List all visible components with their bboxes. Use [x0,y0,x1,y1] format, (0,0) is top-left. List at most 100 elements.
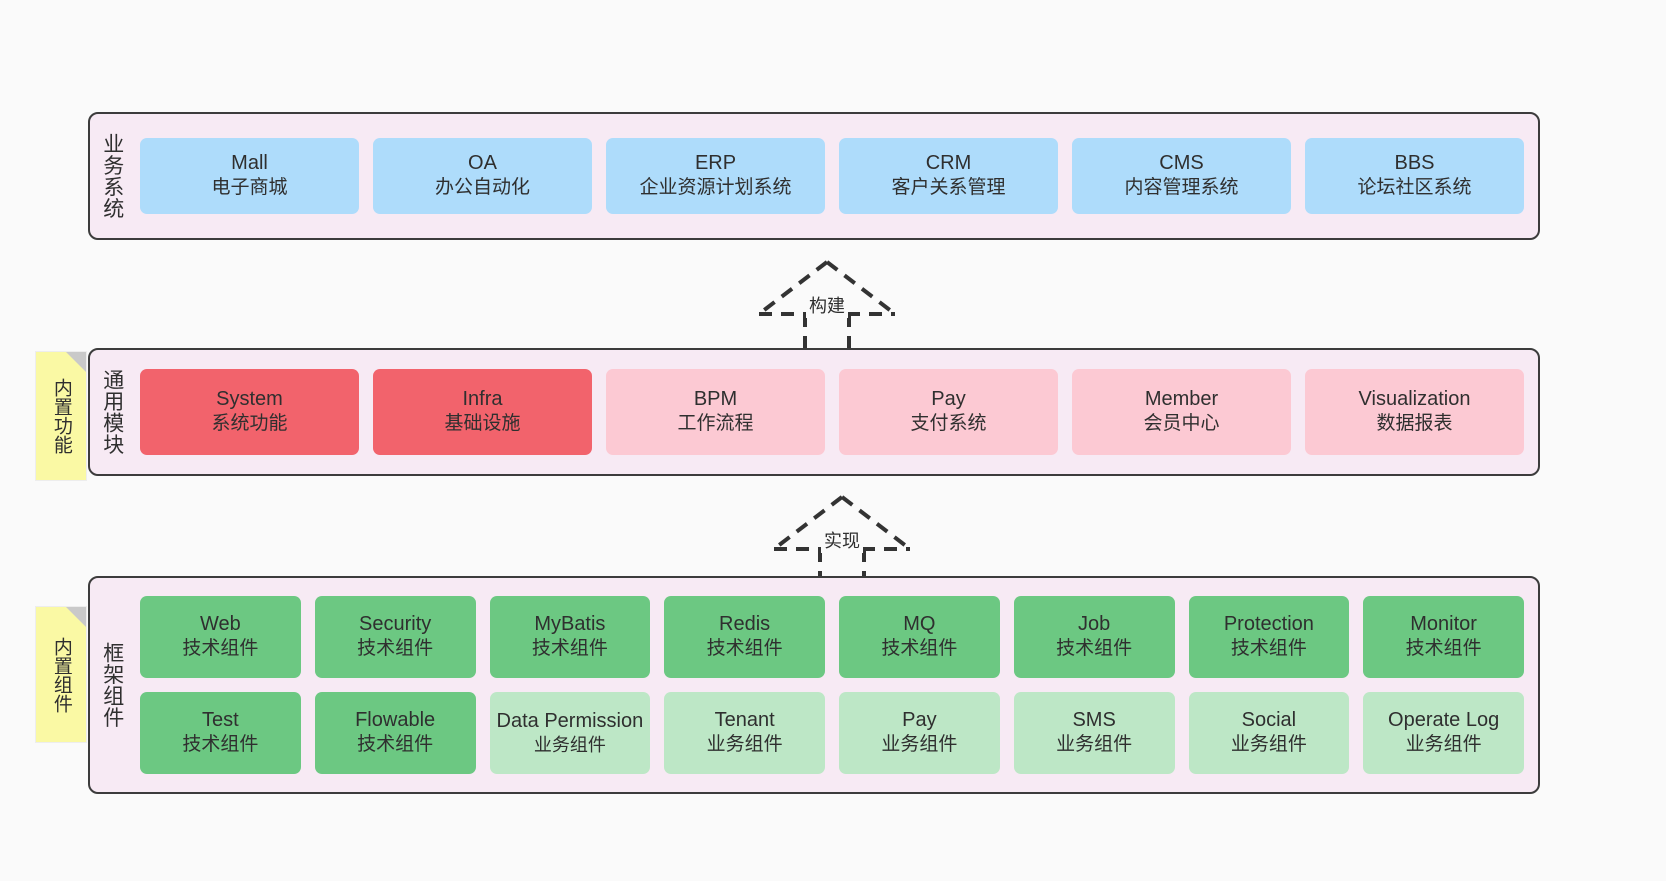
node-crm[interactable]: CRM 客户关系管理 [839,138,1058,214]
node-crm-cn: 客户关系管理 [891,177,1006,199]
node-pay-module-en: Pay [931,388,966,411]
node-sms-cn: 业务组件 [1056,734,1133,756]
framework-components-row-business: Test 技术组件 Flowable 技术组件 Data Permission … [140,692,1524,774]
node-tenant-en: Tenant [714,709,775,732]
node-pay-component-en: Pay [902,709,937,732]
node-operate-log[interactable]: Operate Log 业务组件 [1363,692,1524,774]
node-member[interactable]: Member 会员中心 [1072,369,1291,455]
node-crm-en: CRM [925,152,972,175]
node-cms-en: CMS [1159,152,1204,175]
node-protection-cn: 技术组件 [1230,638,1307,660]
arrowhead-left-leg [772,495,844,551]
connector-build-label: 构建 [806,292,848,318]
node-infra[interactable]: Infra 基础设施 [373,369,592,455]
node-test[interactable]: Test 技术组件 [140,692,301,774]
node-bpm[interactable]: BPM 工作流程 [606,369,825,455]
node-social-en: Social [1241,709,1297,732]
sticky-fold-icon [66,607,86,627]
node-flowable[interactable]: Flowable 技术组件 [314,692,476,774]
node-oa-en: OA [468,152,497,175]
layer-body-business-systems: Mall 电子商城 OA 办公自动化 ERP 企业资源计划系统 CRM 客户关系… [134,114,1538,238]
node-bbs-cn: 论坛社区系统 [1357,177,1472,199]
node-pay-component-cn: 业务组件 [881,734,958,756]
node-visualization-en: Visualization [1358,388,1471,411]
node-pay-component[interactable]: Pay 业务组件 [839,692,1000,774]
arrowhead-right-leg [840,495,912,551]
node-system-cn: 系统功能 [211,413,288,435]
node-web[interactable]: Web 技术组件 [140,596,301,678]
layer-title-common-modules: 通用模块 [100,369,124,455]
node-job-en: Job [1078,613,1111,636]
connector-implement-label: 实现 [821,527,863,553]
node-mall[interactable]: Mall 电子商城 [140,138,359,214]
node-redis-cn: 技术组件 [706,638,783,660]
node-mq-en: MQ [903,613,936,636]
node-web-cn: 技术组件 [182,638,259,660]
node-infra-en: Infra [462,388,503,411]
node-redis-en: Redis [719,613,771,636]
layer-body-framework-components: Web 技术组件 Security 技术组件 MyBatis 技术组件 Redi… [134,578,1538,792]
node-flowable-cn: 技术组件 [357,734,434,756]
framework-components-row-tech: Web 技术组件 Security 技术组件 MyBatis 技术组件 Redi… [140,596,1524,678]
node-job-cn: 技术组件 [1056,638,1133,660]
node-visualization[interactable]: Visualization 数据报表 [1305,369,1524,455]
node-monitor-cn: 技术组件 [1405,638,1482,660]
node-oa-cn: 办公自动化 [434,177,530,199]
node-tenant[interactable]: Tenant 业务组件 [664,692,825,774]
node-pay-module[interactable]: Pay 支付系统 [839,369,1058,455]
node-mq-cn: 技术组件 [881,638,958,660]
node-sms-en: SMS [1072,709,1116,732]
node-social-cn: 业务组件 [1230,734,1307,756]
node-erp-en: ERP [694,152,737,175]
layer-title-framework-components: 框架组件 [100,642,124,728]
node-erp[interactable]: ERP 企业资源计划系统 [606,138,825,214]
connector-implement: 实现 [762,487,922,587]
node-cms[interactable]: CMS 内容管理系统 [1072,138,1291,214]
node-visualization-cn: 数据报表 [1376,413,1453,435]
node-job[interactable]: Job 技术组件 [1013,596,1175,678]
node-data-permission-cn: 业务组件 [533,734,606,755]
node-flowable-en: Flowable [355,709,436,732]
node-bbs-en: BBS [1394,152,1435,175]
node-redis[interactable]: Redis 技术组件 [664,596,825,678]
sticky-note-builtin-components-label: 内置组件 [50,636,72,713]
node-security-cn: 技术组件 [357,638,434,660]
layer-business-systems: 业务系统 Mall 电子商城 OA 办公自动化 ERP 企业资源计划系统 CRM… [88,112,1540,240]
node-erp-cn: 企业资源计划系统 [639,177,792,199]
node-mall-en: Mall [231,152,268,175]
node-test-en: Test [202,709,239,732]
node-web-en: Web [199,613,241,636]
layer-common-modules: 通用模块 System 系统功能 Infra 基础设施 BPM 工作流程 Pay… [88,348,1540,476]
node-mall-cn: 电子商城 [211,177,288,199]
node-system[interactable]: System 系统功能 [140,369,359,455]
arrowhead-right-leg [825,260,897,316]
node-mybatis-en: MyBatis [534,613,606,636]
node-monitor-en: Monitor [1410,613,1477,636]
node-social[interactable]: Social 业务组件 [1188,692,1350,774]
node-protection[interactable]: Protection 技术组件 [1188,596,1350,678]
node-security-en: Security [359,613,432,636]
connector-build: 构建 [747,252,907,352]
node-cms-cn: 内容管理系统 [1124,177,1239,199]
layer-title-business-systems: 业务系统 [100,133,124,219]
node-sms[interactable]: SMS 业务组件 [1013,692,1175,774]
node-oa[interactable]: OA 办公自动化 [373,138,592,214]
node-security[interactable]: Security 技术组件 [314,596,476,678]
layer-body-common-modules: System 系统功能 Infra 基础设施 BPM 工作流程 Pay 支付系统… [134,350,1538,474]
node-operate-log-cn: 业务组件 [1405,734,1482,756]
node-data-permission-en: Data Permission [496,709,644,732]
node-protection-en: Protection [1223,613,1314,636]
node-mybatis[interactable]: MyBatis 技术组件 [489,596,651,678]
arrowhead-left-leg [757,260,829,316]
node-mq[interactable]: MQ 技术组件 [839,596,1000,678]
node-monitor[interactable]: Monitor 技术组件 [1363,596,1524,678]
node-mybatis-cn: 技术组件 [531,638,608,660]
node-operate-log-en: Operate Log [1388,709,1500,732]
node-member-en: Member [1144,388,1219,411]
node-bbs[interactable]: BBS 论坛社区系统 [1305,138,1524,214]
sticky-fold-icon [66,352,86,372]
node-data-permission[interactable]: Data Permission 业务组件 [489,692,651,774]
node-infra-cn: 基础设施 [444,413,521,435]
sticky-note-builtin-components: 内置组件 [36,607,86,742]
